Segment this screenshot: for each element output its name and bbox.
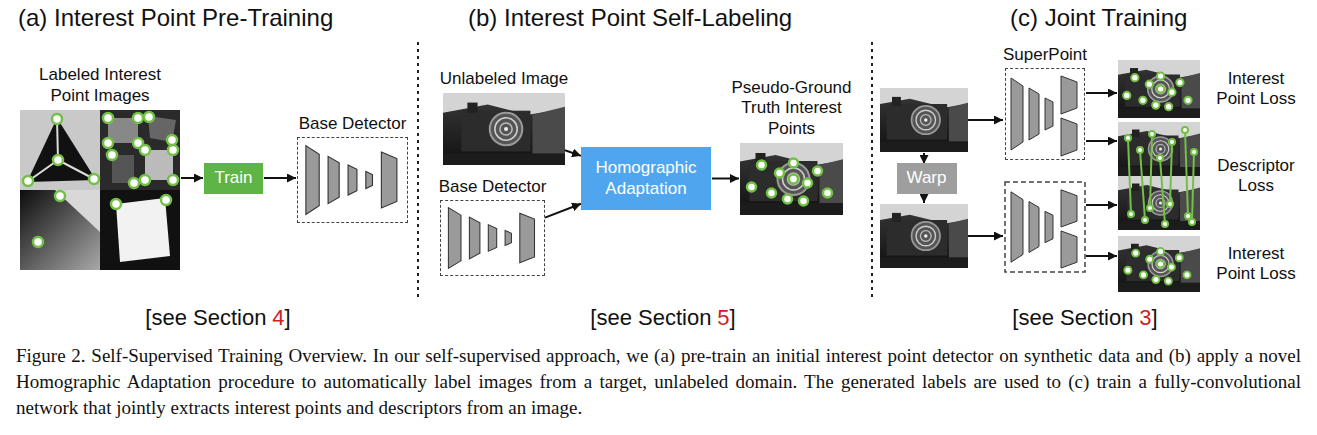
photo — [1111, 60, 1208, 118]
node-heading: Unlabeled Image — [429, 69, 579, 89]
network-layers — [1011, 76, 1077, 156]
panel-separator — [418, 42, 872, 300]
photo — [871, 204, 978, 268]
flow-arrow — [264, 177, 296, 179]
network-layers — [1011, 190, 1077, 268]
network-layers — [306, 146, 397, 215]
photo — [871, 88, 978, 152]
network-layers — [448, 208, 534, 269]
image: Unlabeled Image — [443, 93, 565, 165]
section-reference: [see Section5] — [590, 305, 735, 331]
node-heading: Interest Point Loss — [1210, 69, 1302, 110]
network-box: Base Detector — [297, 137, 408, 223]
output-image: Interest Point Loss — [1118, 60, 1200, 118]
label-text: (c) Joint Training — [1010, 4, 1187, 32]
process-box: Train — [204, 163, 263, 194]
network-box: Base Detector — [440, 200, 545, 276]
figure-caption: Figure 2. Self-Supervised Training Overv… — [16, 343, 1301, 421]
box-label: Train — [208, 166, 258, 190]
node-heading: Pseudo-Ground Truth Interest Points — [729, 78, 855, 139]
process-box: Homographic Adaptation — [581, 147, 711, 210]
label-text: [see Section — [590, 305, 711, 331]
node-heading: Labeled Interest Point Images — [30, 65, 170, 106]
label-text: ] — [285, 305, 291, 331]
flow-arrow — [1086, 92, 1117, 94]
photo — [1112, 236, 1205, 292]
photo — [1114, 176, 1204, 230]
box-label: Warp — [901, 166, 953, 190]
node-heading: Interest Point Loss — [1210, 244, 1302, 285]
label-text: ] — [730, 305, 736, 331]
output-image: Interest Point Loss — [1118, 236, 1200, 292]
flow-arrow — [712, 178, 739, 180]
synthetic-images — [20, 110, 180, 270]
section-reference: [see Section4] — [145, 305, 290, 331]
network-box: SuperPoint — [1005, 68, 1085, 160]
panel-heading: (b) Interest Point Self-Labeling — [468, 4, 792, 32]
flow-arrow — [565, 150, 581, 156]
label-text: ] — [1152, 305, 1158, 331]
network-box — [1005, 182, 1085, 272]
process-box: Warp — [897, 163, 957, 194]
section-number: 5 — [717, 305, 729, 331]
label-text: (a) Interest Point Pre-Training — [18, 4, 333, 32]
output-image: Descriptor Loss — [1118, 122, 1200, 230]
node-heading: Base Detector — [288, 114, 418, 134]
photo — [732, 143, 852, 215]
descriptor-matches — [1128, 130, 1194, 224]
section-number: 3 — [1139, 305, 1151, 331]
node-heading: Base Detector — [428, 177, 558, 197]
section-reference: [see Section3] — [1012, 305, 1157, 331]
panel-heading: (a) Interest Point Pre-Training — [18, 4, 333, 32]
section-number: 4 — [272, 305, 284, 331]
image: Pseudo-Ground Truth Interest Points — [740, 143, 843, 215]
node-heading: Descriptor Loss — [1210, 156, 1302, 197]
flow-arrow — [545, 204, 581, 218]
flow-arrow — [1086, 140, 1117, 142]
interest-points — [1123, 72, 1191, 110]
image-grid: Labeled Interest Point Images — [20, 110, 180, 270]
panel-heading: (c) Joint Training — [1010, 4, 1187, 32]
label-text: [see Section — [145, 305, 266, 331]
interest-points — [747, 159, 832, 206]
label-text: [see Section — [1012, 305, 1133, 331]
interest-points — [1125, 127, 1197, 227]
box-label: Homographic Adaptation — [581, 156, 711, 201]
photo — [443, 92, 565, 165]
interest-points — [1124, 248, 1190, 285]
flow-arrow — [181, 177, 203, 179]
node-heading: SuperPoint — [985, 45, 1105, 65]
label-text: (b) Interest Point Self-Labeling — [468, 4, 792, 32]
